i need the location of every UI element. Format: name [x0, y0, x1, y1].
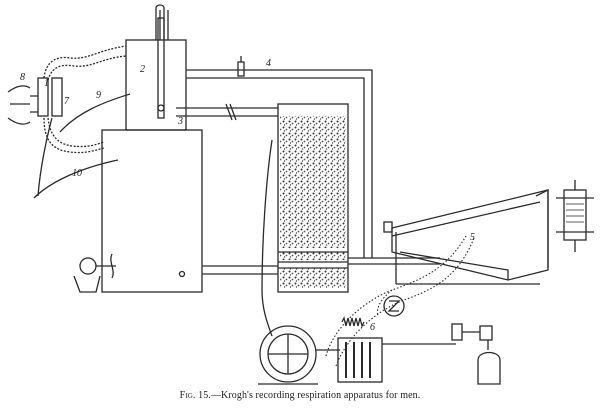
top-pipes	[155, 4, 169, 119]
pipe-3	[176, 103, 278, 121]
return-pipe	[202, 265, 278, 275]
recording-spirometer	[383, 188, 549, 285]
label-10: 10	[72, 168, 82, 179]
oxygen-cylinder	[382, 323, 501, 385]
mask-valves	[7, 77, 63, 125]
label-9: 9	[96, 90, 101, 101]
absorber-column	[277, 103, 349, 293]
caption-text: —Krogh's recording respiration apparatus…	[210, 390, 421, 401]
coil-6	[337, 316, 383, 383]
tank-port	[178, 270, 186, 278]
diagram-labels: 1 2 3 4 5 6 7 8 9 10	[20, 58, 475, 333]
electric-pump	[258, 325, 340, 385]
label-3: 3	[177, 116, 183, 127]
tube-to-pump	[261, 139, 273, 337]
kymograph	[556, 180, 594, 252]
absorber-granules	[280, 116, 346, 248]
label-7: 7	[64, 96, 70, 107]
figure-caption: Fig. 15.—Krogh's recording respiration a…	[0, 390, 600, 401]
pipe-4	[186, 56, 373, 258]
label-5: 5	[470, 232, 475, 243]
line-9	[59, 93, 131, 133]
label-6: 6	[370, 322, 375, 333]
label-2: 2	[140, 64, 145, 75]
corrugated-tubes	[43, 45, 127, 154]
figure-number: Fig. 15.	[179, 390, 211, 401]
line-10	[33, 159, 119, 199]
label-1: 1	[44, 78, 49, 89]
pipe-to-recorder	[348, 257, 440, 265]
label-4: 4	[266, 58, 271, 69]
spirometer-tank	[101, 129, 203, 293]
switch-z	[383, 295, 405, 317]
circulating-pump	[73, 253, 116, 293]
line-leader-left	[37, 117, 53, 197]
electrical-wires	[325, 235, 475, 367]
label-8: 8	[20, 72, 25, 83]
